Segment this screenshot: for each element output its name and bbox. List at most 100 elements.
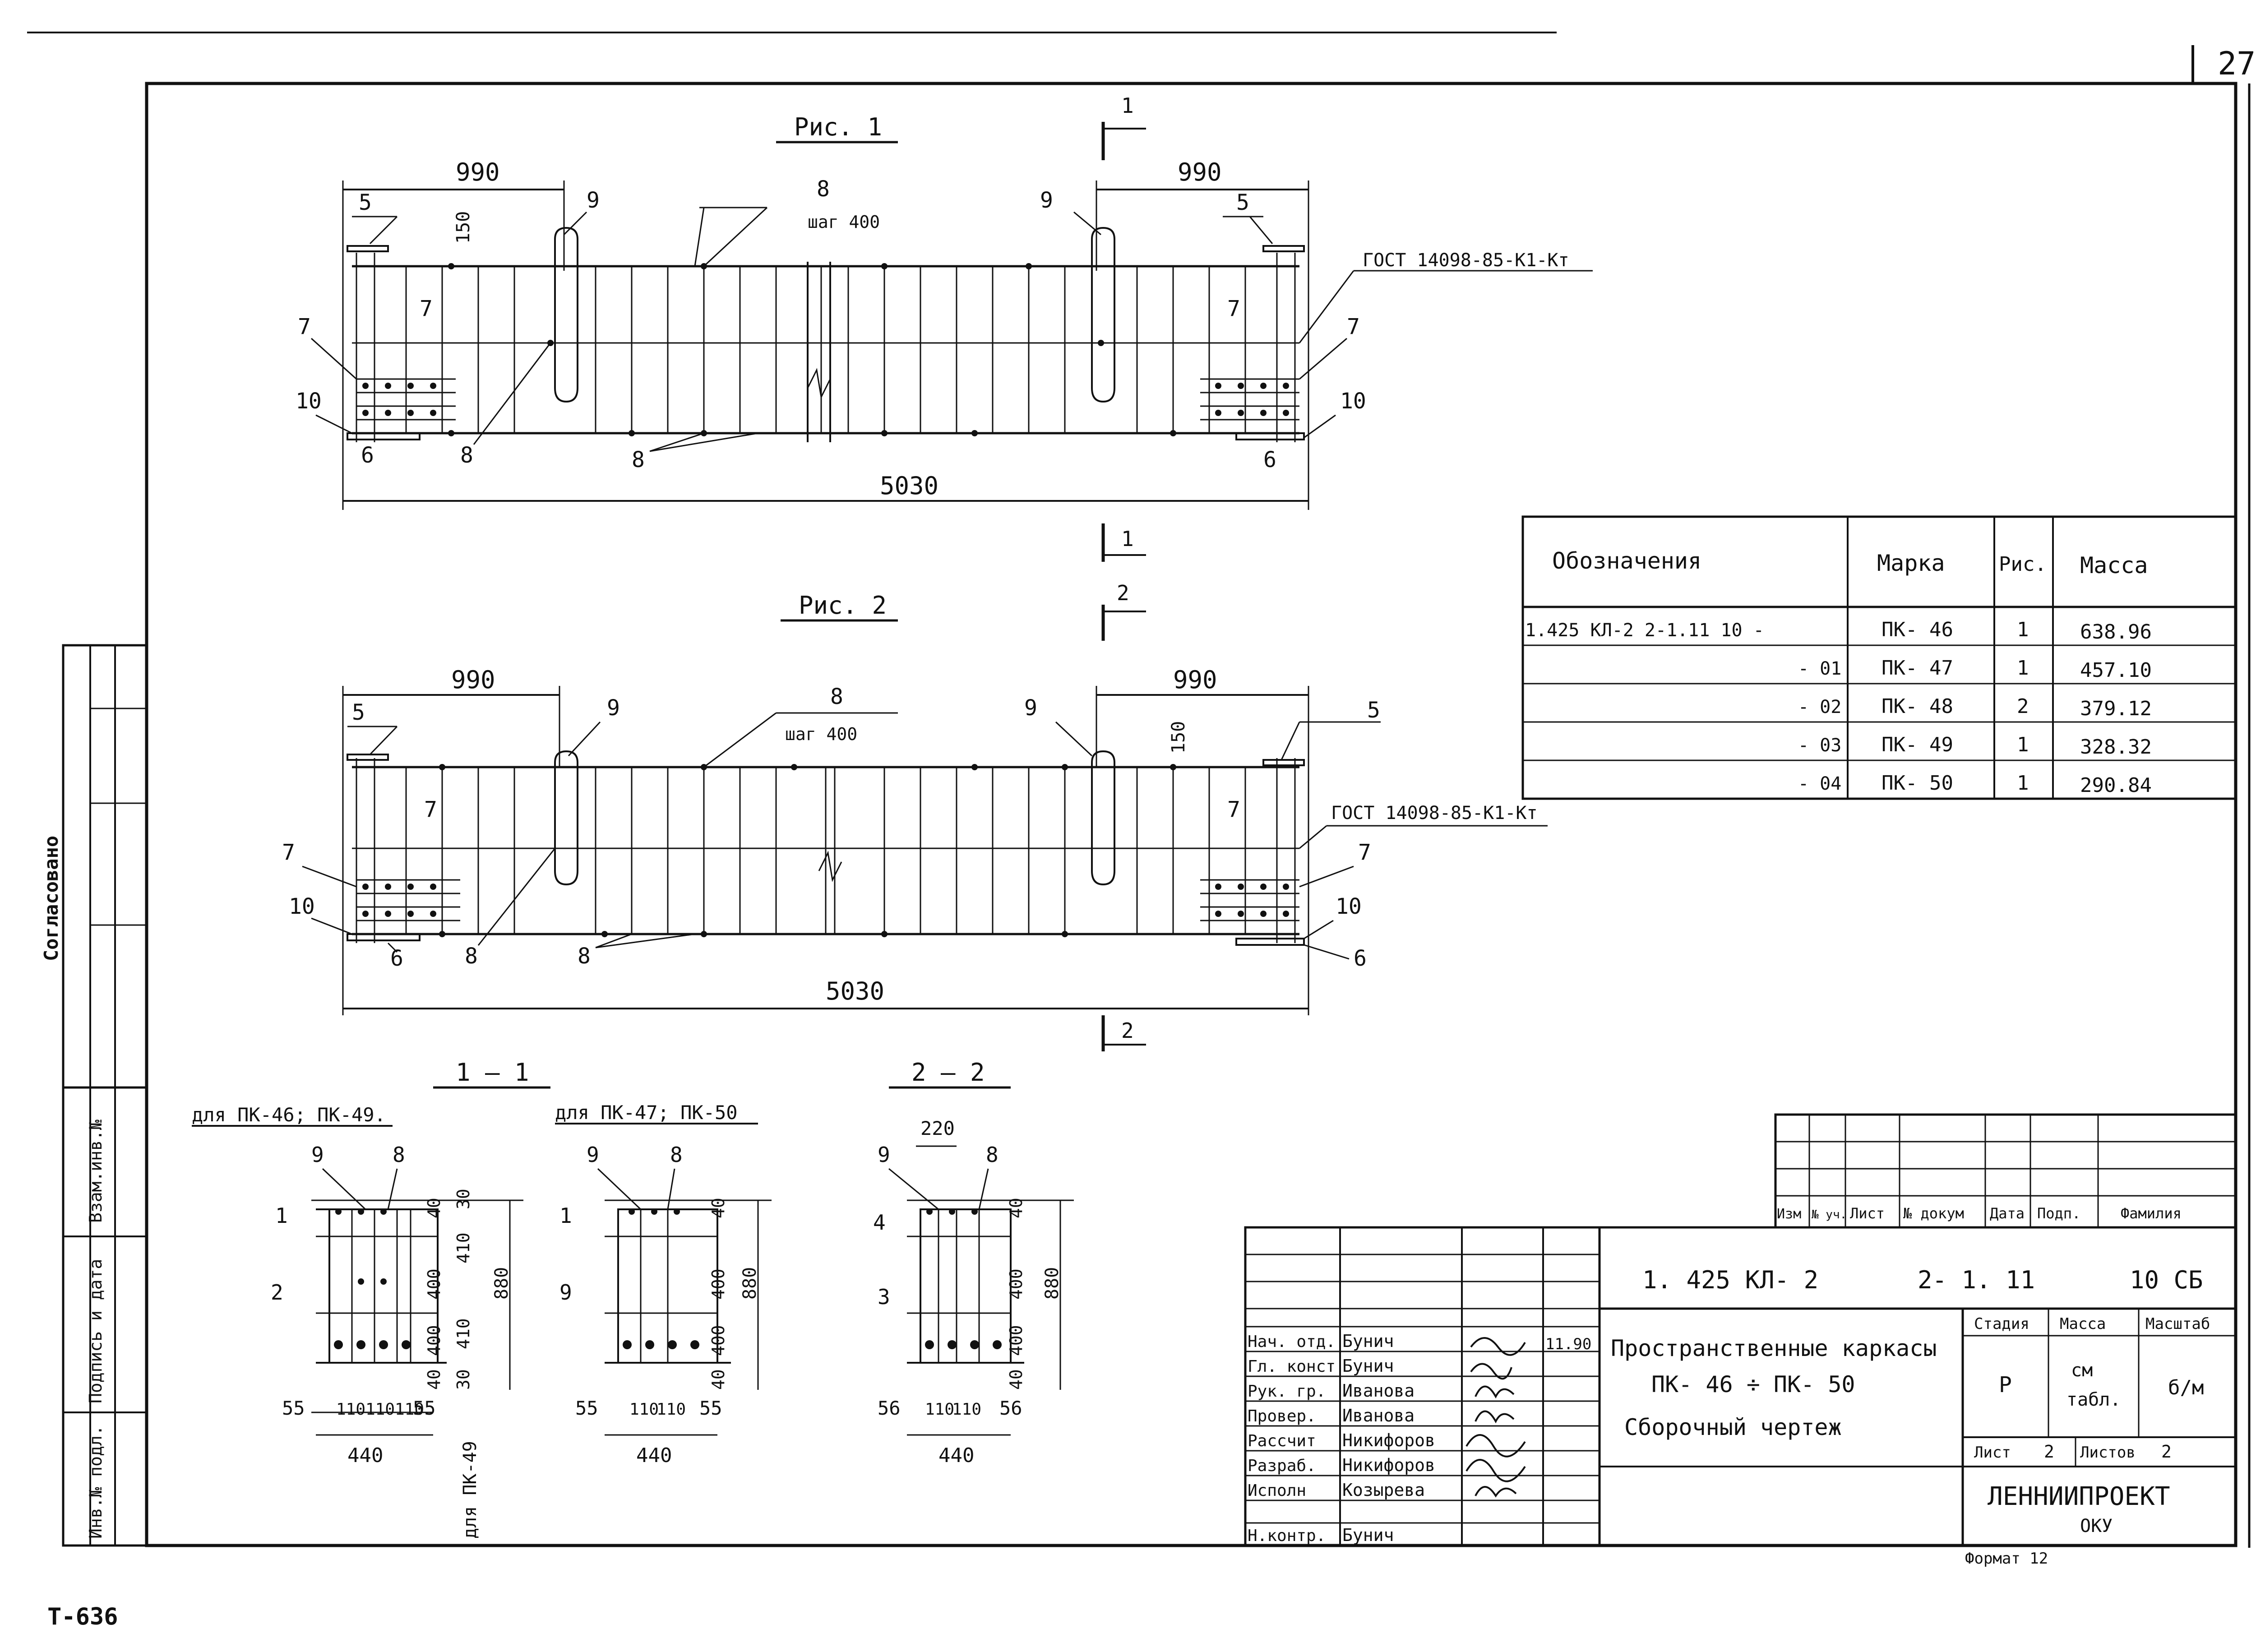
spec-header-mark: Марка (1877, 550, 1945, 576)
tb-mass-value-1: см (2071, 1360, 2093, 1381)
rev-h-list: Лист (1850, 1205, 1885, 1222)
drawing-code: T-636 (47, 1603, 118, 1630)
tb-title-3: Сборочный чертеж (1624, 1414, 1842, 1440)
fig2-gost: ГОСТ 14098-85-К1-Кт (1331, 803, 1538, 824)
sec-c-pos8: 8 (986, 1143, 999, 1167)
sec-a-dim-880: 880 (491, 1267, 512, 1300)
fig2-pos8-bottom: 8 (578, 944, 591, 969)
rev-h-name: Фамилия (2121, 1205, 2182, 1222)
tb-sheets-label: Листов (2080, 1444, 2136, 1462)
fig1-pos10-right: 10 (1340, 389, 1366, 414)
spec-row-4-mass: 290.84 (2080, 774, 2152, 797)
fig2-pos9-left: 9 (607, 695, 620, 721)
spec-row-1-fig: 1 (2017, 657, 2029, 680)
signature-marks (1465, 1337, 1526, 1498)
tb-name-2: Иванова (1342, 1381, 1415, 1401)
tb-doc-sub: 2- 1. 11 (1918, 1266, 2035, 1294)
fig1-gost: ГОСТ 14098-85-К1-Кт (1363, 250, 1569, 271)
sec-c-pos4: 4 (873, 1210, 886, 1235)
fig2-pos8-top: 8 (830, 684, 843, 709)
rev-h-dok: № докум (1903, 1205, 1964, 1222)
sec-b-dim-40-b: 40 (708, 1369, 728, 1390)
spec-row-0-designation: 1.425 КЛ-2 2-1.11 10 - (1525, 620, 1764, 641)
sec-b-pos8: 8 (670, 1143, 683, 1167)
sec-a-dim-110-2: 110 (365, 1400, 395, 1419)
tb-doc-suffix: 10 СБ (2130, 1266, 2203, 1294)
sec-b-pos1: 1 (559, 1203, 572, 1228)
fig2-pos7-inner-left: 7 (424, 797, 437, 822)
sec-b-dim-400-1: 400 (708, 1268, 728, 1300)
spec-row-4-designation: - 04 (1798, 773, 1841, 794)
revision-block: Изм № уч. Лист № докум Дата Подп. Фамили… (1774, 1113, 2237, 1229)
tb-title-2: ПК- 46 ÷ ПК- 50 (1651, 1371, 1855, 1397)
fig2-pos10-left: 10 (289, 894, 315, 919)
sec-c-dim-110-1: 110 (925, 1400, 954, 1419)
tb-mass-value-2: табл. (2066, 1389, 2121, 1410)
sec-a-pos2: 2 (271, 1280, 283, 1305)
stamp-sign-date: Подпись и дата (86, 1259, 106, 1403)
spec-row-2-designation: - 02 (1798, 697, 1841, 717)
fig1-pos7-left: 7 (298, 314, 311, 339)
tb-scale-header: Масштаб (2145, 1315, 2210, 1333)
sec-b-dim-55-left: 55 (575, 1397, 598, 1419)
fig2-pos6-left: 6 (390, 946, 403, 971)
fig1-dim-left: 990 (456, 158, 500, 186)
fig1-pos9-right: 9 (1040, 188, 1053, 213)
fig2-pos8-left: 8 (465, 944, 478, 969)
spec-row-2-mass: 379.12 (2080, 697, 2152, 720)
sec-b-dim-400-2: 400 (708, 1325, 728, 1356)
sec-a-dim-410-2: 410 (453, 1318, 473, 1349)
sec-b-dim-110-2: 110 (656, 1400, 686, 1419)
tb-org-sub: ОКУ (2080, 1516, 2113, 1536)
tb-doc-code: 1. 425 КЛ- 2 (1642, 1266, 1818, 1294)
sec-a-pos9: 9 (311, 1143, 324, 1167)
side-stamp: Согласовано Взам.инв.№ Подпись и дата Ин… (40, 644, 148, 1547)
fig1-pos5-right: 5 (1236, 190, 1249, 215)
tb-role-4: Рассчит (1248, 1432, 1316, 1450)
figure-2: Рис. 2 2 2 990 990 150 (282, 581, 1548, 1051)
sec-a-dim-30: 30 (453, 1189, 473, 1209)
fig1-pos7-right: 7 (1347, 314, 1360, 339)
section-1-title: 1 — 1 (456, 1058, 529, 1087)
tb-name-4: Никифоров (1342, 1430, 1435, 1450)
tb-name-5: Никифоров (1342, 1455, 1435, 1475)
sheet-number: 27 (2218, 45, 2256, 82)
fig1-pos6-right: 6 (1263, 447, 1276, 472)
fig2-pos5-right: 5 (1367, 698, 1380, 723)
tb-name-3: Иванова (1342, 1406, 1415, 1425)
fig2-pos7-right: 7 (1358, 840, 1371, 865)
sec-a-dim-110-1: 110 (336, 1400, 365, 1419)
sec-c-pos3: 3 (878, 1285, 890, 1309)
fig1-pos10-left: 10 (296, 389, 322, 414)
rev-h-izm: Изм (1777, 1206, 1801, 1222)
section-side-note: для ПК-49 (460, 1441, 481, 1539)
sec-b-dim-110-1: 110 (629, 1400, 659, 1419)
tb-stage-value: Р (1999, 1372, 2012, 1397)
sec-a-pos1: 1 (275, 1203, 288, 1228)
tb-role-1: Гл. конст (1248, 1357, 1336, 1376)
fig2-dim-left: 990 (451, 666, 495, 694)
spec-row-2-mark: ПК- 48 (1882, 695, 1953, 718)
sec-a-dim-110-3: 110 (395, 1400, 424, 1419)
sec-c-dim-40: 40 (1006, 1198, 1026, 1218)
tb-role-5: Разраб. (1248, 1457, 1316, 1475)
rev-h-date: Дата (1990, 1205, 2025, 1222)
fig2-pos5-left: 5 (352, 700, 365, 725)
tb-scale-value: б/м (2168, 1376, 2204, 1399)
fig2-dim-150: 150 (1168, 721, 1189, 754)
spec-header-fig: Рис. (1999, 553, 2047, 576)
fig2-title: Рис. 2 (799, 591, 887, 620)
sec-c-dim-110-2: 110 (952, 1400, 981, 1419)
spec-row-4-fig: 1 (2017, 772, 2029, 795)
format-label: Формат 12 (1965, 1550, 2048, 1568)
sec-b-pos9-side: 9 (559, 1280, 572, 1305)
fig1-dim-right: 990 (1178, 158, 1222, 186)
fig1-pos8-top: 8 (817, 176, 830, 202)
fig1-pos7-inner-left: 7 (420, 296, 433, 321)
tb-name-7: Бунич (1342, 1525, 1394, 1545)
sec-a-pos8: 8 (393, 1143, 405, 1167)
fig2-pos6-right: 6 (1354, 946, 1367, 971)
section-caption-a: для ПК-46; ПК-49. (192, 1104, 386, 1126)
fig2-pos9-right: 9 (1024, 695, 1037, 721)
sec-c-dim-880: 880 (1042, 1267, 1063, 1300)
